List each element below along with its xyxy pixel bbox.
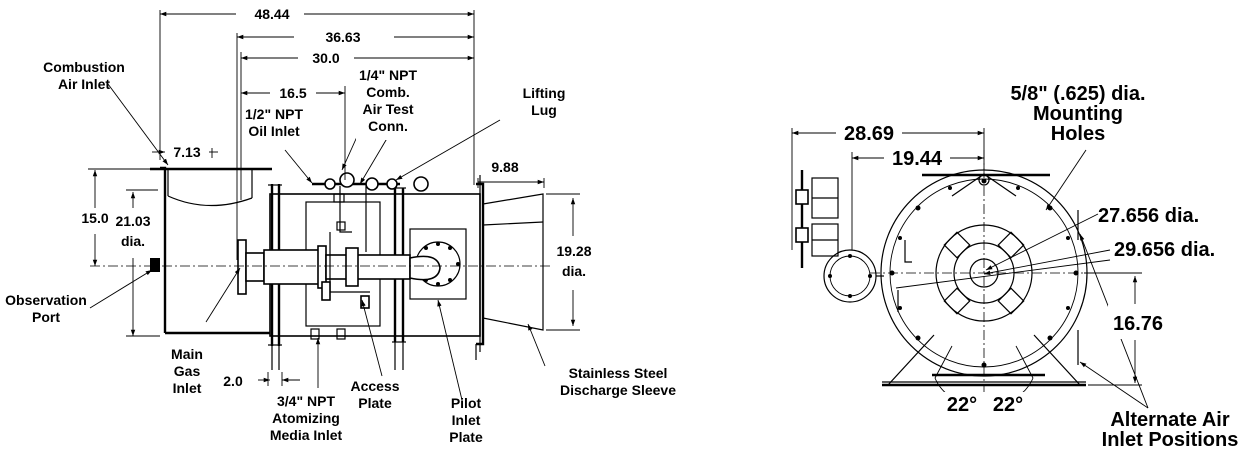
label-air-test-3: Air Test	[362, 101, 413, 117]
dim-19-28: 19.28	[556, 243, 591, 259]
end-dimensions	[791, 128, 1142, 407]
side-labels: 48.44 36.63 30.0 16.5 7.13 15.0 21.03 di…	[5, 5, 676, 445]
dim-29-656-dia: 29.656 dia.	[1114, 239, 1215, 261]
end-labels: 28.69 19.44 5/8" (.625) dia. Mounting Ho…	[836, 83, 1238, 451]
label-air-test-1: 1/4" NPT	[359, 67, 417, 83]
label-oil-inlet-1: 1/2" NPT	[245, 106, 303, 122]
label-air-test-4: Conn.	[368, 118, 408, 134]
side-inlet-flange	[823, 249, 884, 303]
label-access-plate-1: Access	[350, 378, 399, 394]
dim-2-0: 2.0	[223, 373, 243, 389]
label-observation-port-1: Observation	[5, 292, 87, 308]
label-discharge-2: Discharge Sleeve	[560, 382, 676, 398]
label-lifting-lug-1: Lifting	[523, 85, 566, 101]
label-atomizing-2: Atomizing	[272, 410, 340, 426]
dim-36-63: 36.63	[325, 29, 360, 45]
dim-9-88: 9.88	[491, 159, 518, 175]
label-lifting-lug-2: Lug	[531, 102, 557, 118]
label-main-gas-1: Main	[171, 346, 203, 362]
dim-30-0: 30.0	[312, 50, 339, 66]
label-combustion-air-2: Air Inlet	[58, 76, 110, 92]
label-oil-inlet-2: Oil Inlet	[248, 123, 300, 139]
dim-28-69: 28.69	[844, 123, 894, 145]
label-alternate-1: Alternate Air	[1110, 409, 1230, 431]
dim-21-03: 21.03	[115, 213, 150, 229]
discharge-sleeve	[476, 175, 544, 352]
label-mounting-holes-1: 5/8" (.625) dia.	[1010, 83, 1145, 105]
label-discharge-1: Stainless Steel	[569, 365, 668, 381]
side-view	[88, 10, 590, 401]
dim-7-13: 7.13	[173, 144, 200, 160]
main-gas-piping	[150, 239, 441, 295]
label-access-plate-2: Plate	[358, 395, 392, 411]
dim-16-76: 16.76	[1113, 313, 1163, 335]
label-pilot-plate-2: Inlet	[452, 412, 481, 428]
side-dimensions	[88, 10, 580, 386]
label-pilot-plate-1: Pilot	[451, 395, 482, 411]
label-main-gas-3: Inlet	[173, 380, 202, 396]
label-atomizing-1: 3/4" NPT	[277, 393, 335, 409]
combustion-air-inlet-duct	[150, 166, 272, 335]
label-alternate-2: Inlet Positions	[1102, 429, 1239, 451]
mounting-holes	[889, 178, 1079, 368]
dim-21-03-unit: dia.	[121, 233, 145, 249]
label-main-gas-2: Gas	[174, 363, 201, 379]
mounting-legs	[271, 342, 477, 370]
angle-right: 22°	[993, 394, 1023, 416]
pipe-train	[795, 170, 839, 268]
dim-19-28-unit: dia.	[562, 263, 586, 279]
dim-overall-length: 48.44	[254, 6, 289, 22]
label-pilot-plate-3: Plate	[449, 429, 483, 445]
angle-left: 22°	[947, 394, 977, 416]
dim-15-0: 15.0	[81, 210, 108, 226]
label-mounting-holes-2: Mounting	[1033, 103, 1123, 125]
alternate-inlet-marks	[897, 210, 1079, 365]
label-air-test-2: Comb.	[366, 84, 410, 100]
quadrant-blocks	[943, 231, 1025, 315]
dim-16-5: 16.5	[279, 85, 306, 101]
label-observation-port-2: Port	[32, 309, 60, 325]
end-view	[791, 128, 1149, 409]
dim-27-656-dia: 27.656 dia.	[1098, 205, 1199, 227]
label-combustion-air-1: Combustion	[43, 59, 125, 75]
dim-19-44: 19.44	[892, 148, 943, 170]
label-atomizing-3: Media Inlet	[270, 427, 343, 443]
label-mounting-holes-3: Holes	[1051, 123, 1105, 145]
